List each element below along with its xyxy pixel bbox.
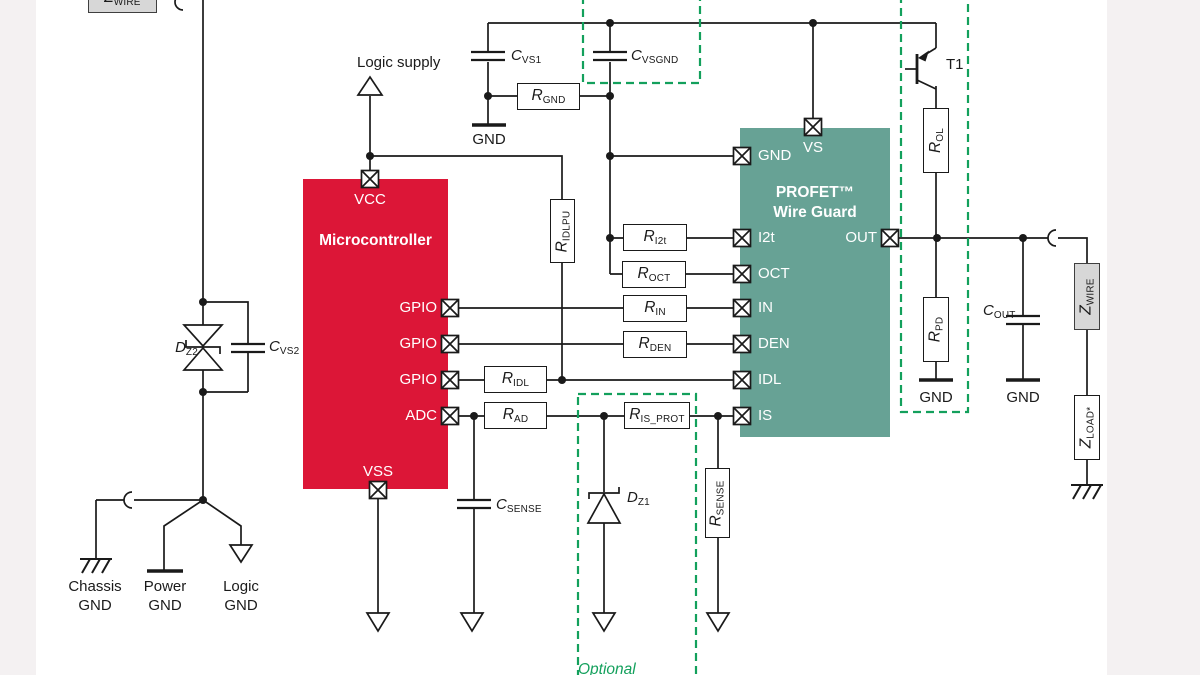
- mc-pin-label-vss: VSS: [362, 463, 394, 480]
- pin-profet-den: [732, 334, 752, 354]
- t1-label: T1: [946, 56, 964, 73]
- pin-mc-gpio3: [440, 370, 460, 390]
- profet-pin-label-oct: OCT: [758, 265, 790, 282]
- dz2-label: DZ2: [175, 339, 198, 358]
- profet-title-line2: Wire Guard: [773, 204, 857, 221]
- resistor-roct: ROCT: [622, 261, 686, 288]
- cap-cvs2: [231, 342, 265, 354]
- optional-label: Optional: [578, 661, 636, 675]
- resistor-ri2t: RI2t: [623, 224, 687, 251]
- cvs2-leads: [203, 301, 249, 393]
- resistor-rin: RIN: [623, 295, 687, 322]
- profet-pin-label-idl: IDL: [758, 371, 782, 388]
- pin-mc-adc: [440, 406, 460, 426]
- page-margin-right: [1107, 0, 1200, 675]
- gnd-arrow-icon: [591, 612, 617, 633]
- profet-title-line1: PROFET™: [775, 184, 855, 201]
- pin-profet-in: [732, 298, 752, 318]
- mc-pin-label-gpio2: GPIO: [399, 335, 437, 352]
- z-load-box: ZLOAD*: [1074, 395, 1100, 460]
- profet-pin-label-in: IN: [758, 299, 773, 316]
- profet-block: VS GND PROFET™ Wire Guard I2t OCT IN DEN…: [740, 128, 890, 437]
- resistor-rpd: RPD: [923, 297, 949, 362]
- gnd-arrow-icon: [705, 612, 731, 633]
- dz1-label: DZ1: [627, 489, 650, 508]
- wire-segments: [95, 0, 1088, 613]
- z-wire-box: ZWIRE: [1074, 263, 1100, 330]
- optional-dashed-boxes: [576, 0, 970, 675]
- mc-pin-label-adc: ADC: [405, 407, 437, 424]
- profet-pin-label-is: IS: [758, 407, 773, 424]
- page-margin-left: [0, 0, 36, 675]
- terminal-pins: [360, 117, 900, 500]
- cvsgnd-label: CVSGND: [631, 47, 679, 66]
- capacitor-plates: [231, 50, 1040, 510]
- logic-supply-icon: [356, 75, 384, 96]
- optional-box-cvsgnd: [581, 0, 702, 85]
- pin-profet-vs: [803, 117, 823, 137]
- profet-pin-label-vs: VS: [802, 139, 824, 156]
- pin-profet-oct: [732, 264, 752, 284]
- pin-mc-vcc: [360, 169, 380, 189]
- z-wire-top-label: ZWIRE: [104, 0, 141, 8]
- gnd-arrow-icon: [365, 612, 391, 633]
- cvs2-label: CVS2: [269, 338, 300, 357]
- profet-pin-label-out: OUT: [845, 229, 877, 246]
- connector-icon: [174, 0, 184, 11]
- mc-pin-label-gpio1: GPIO: [399, 299, 437, 316]
- connector-icon: [123, 491, 133, 509]
- mc-pin-label-vcc: VCC: [354, 191, 386, 208]
- profet-pin-label-i2t: I2t: [758, 229, 775, 246]
- pin-profet-i2t: [732, 228, 752, 248]
- profet-pin-label-gnd: GND: [758, 147, 792, 164]
- optional-box-dz1: [576, 392, 698, 675]
- cvs1-label: CVS1: [511, 47, 542, 66]
- dz1-zener-icon: [586, 487, 622, 524]
- chassis-gnd-icon: [80, 484, 1103, 574]
- resistor-rgnd: RGND: [517, 83, 580, 110]
- t1-transistor-icon: [905, 47, 937, 90]
- gnd-label-cout: GND: [1006, 389, 1040, 406]
- cap-csense: [457, 498, 491, 510]
- microcontroller-block: VCC Microcontroller GPIO GPIO GPIO ADC V…: [303, 179, 448, 489]
- optional-box-t1: [899, 0, 970, 414]
- resistor-rden: RDEN: [623, 331, 687, 358]
- pin-profet-gnd: [732, 146, 752, 166]
- triangle-terminal-icons: [228, 75, 731, 633]
- mc-title: Microcontroller: [319, 232, 432, 249]
- resistor-rol: ROL: [923, 108, 949, 173]
- resistor-risprot: RIS_PROT: [624, 402, 690, 429]
- z-wire-top-box: ZWIRE: [88, 0, 157, 13]
- cap-cout: [1006, 314, 1040, 326]
- logic-supply-label: Logic supply: [357, 54, 441, 71]
- resistor-rsense: RSENSE: [705, 468, 730, 538]
- csense-label: CSENSE: [496, 496, 542, 515]
- pin-profet-out: [880, 228, 900, 248]
- resistor-ridl: RIDL: [484, 366, 547, 393]
- resistor-rad: RAD: [484, 402, 547, 429]
- pin-mc-vss: [368, 480, 388, 500]
- junction-dots: [199, 19, 1027, 504]
- dz2-diode-icon: [182, 324, 224, 371]
- cap-cvsgnd: [593, 50, 627, 62]
- connector-icon: [1047, 229, 1057, 247]
- pin-mc-gpio1: [440, 298, 460, 318]
- cap-cvs1: [471, 50, 505, 62]
- pin-mc-gpio2: [440, 334, 460, 354]
- gnd-arrow-icon: [459, 612, 485, 633]
- gnd-label-rpd: GND: [919, 389, 953, 406]
- resistor-ridlpu: RIDLPU: [550, 199, 575, 263]
- pin-profet-idl: [732, 370, 752, 390]
- gnd-label-cvs1: GND: [472, 131, 506, 148]
- cout-label: COUT: [983, 302, 1016, 321]
- gnd-bar-icons: [147, 123, 1040, 573]
- mc-pin-label-gpio3: GPIO: [399, 371, 437, 388]
- pin-profet-is: [732, 406, 752, 426]
- logic-gnd-icon: [228, 544, 254, 564]
- profet-pin-label-den: DEN: [758, 335, 790, 352]
